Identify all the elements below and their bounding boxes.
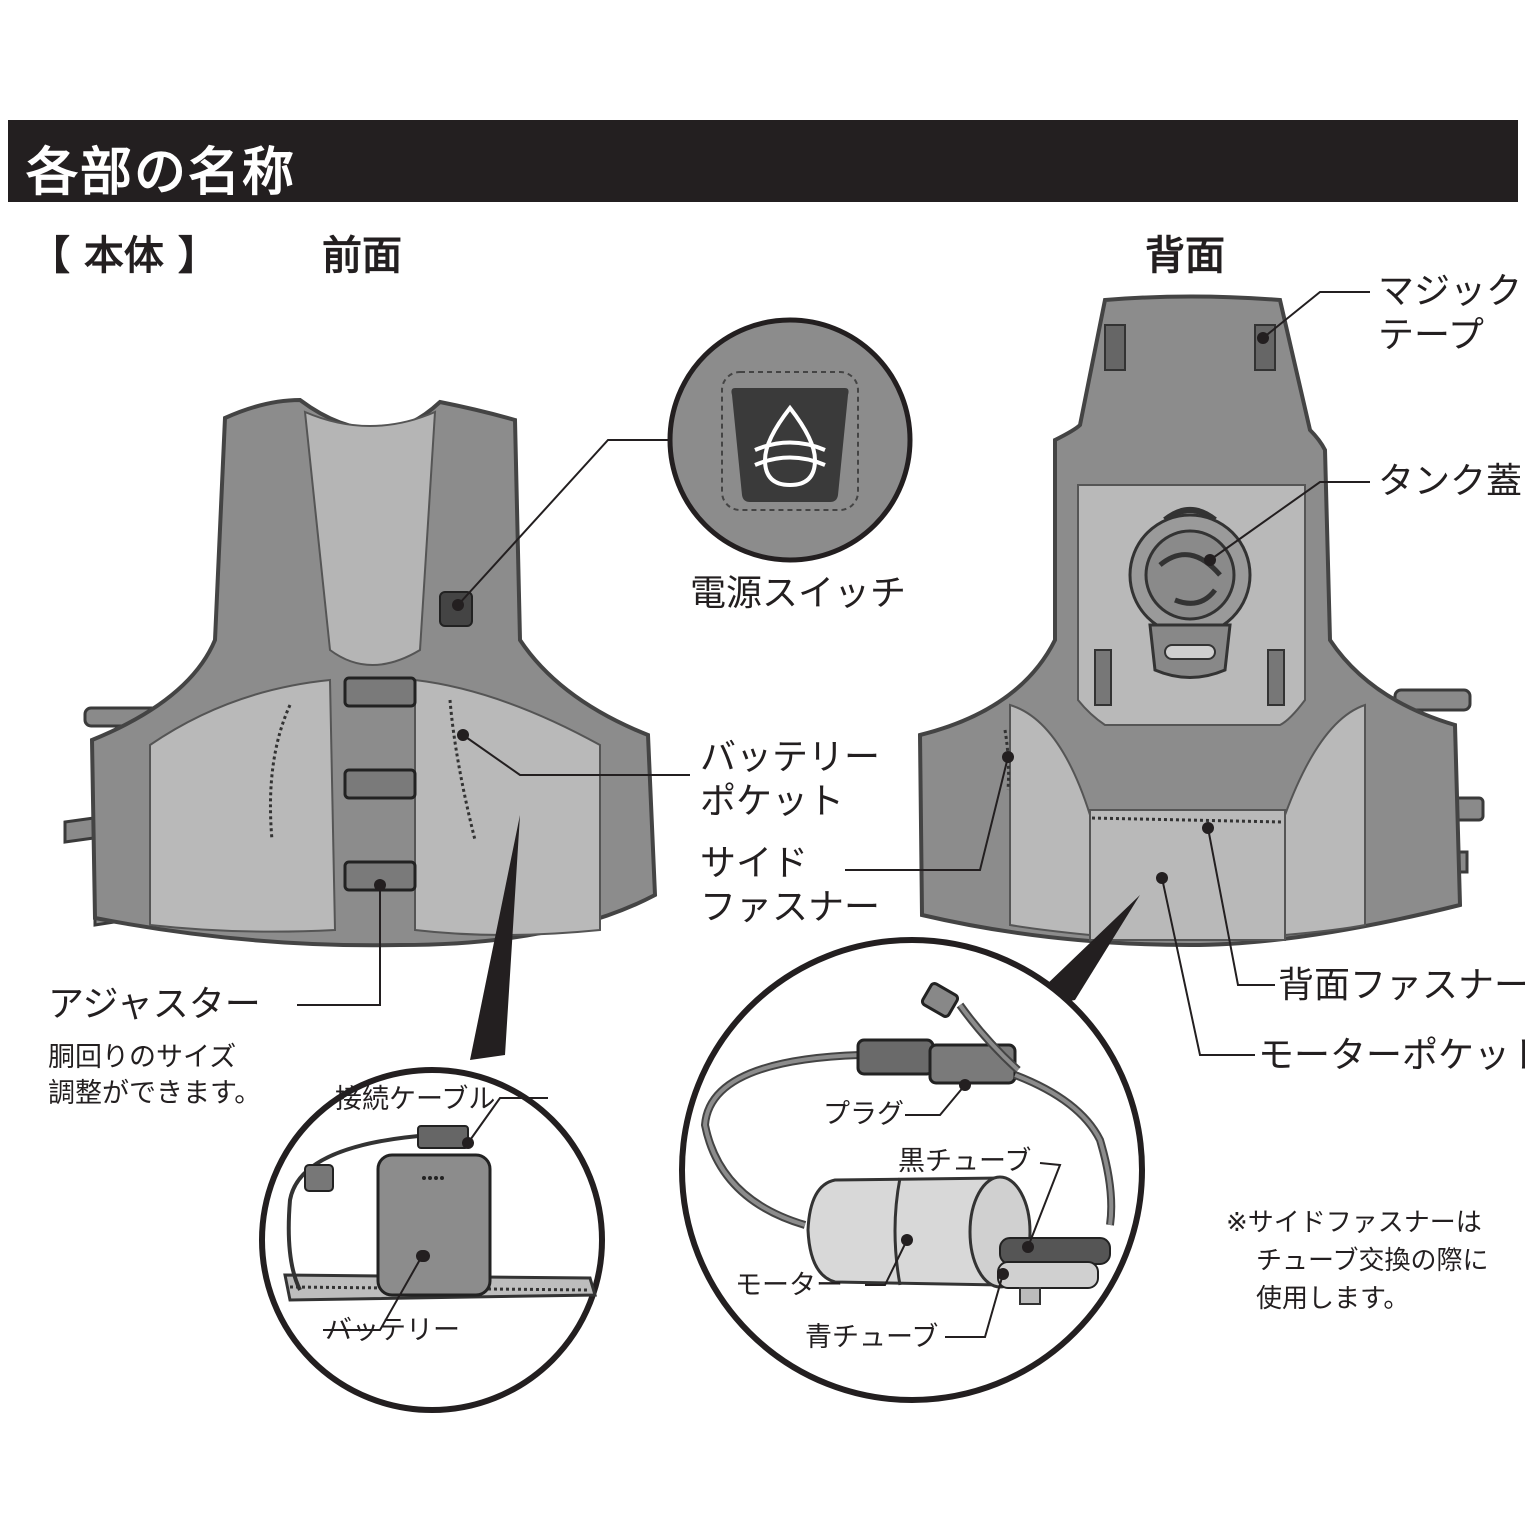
- leader-lines: [297, 291, 1370, 1338]
- tank-lid-label: タンク蓋: [1378, 461, 1523, 502]
- side-fastener-label: サイド ファスナー: [700, 843, 881, 928]
- black-tube-label: 黒チューブ: [898, 1146, 1032, 1177]
- leader-dots: [374, 332, 1269, 1280]
- plug-label: プラグ: [823, 1099, 904, 1130]
- blue-tube-label: 青チューブ: [805, 1322, 939, 1353]
- power-switch-label: 電源スイッチ: [690, 573, 907, 614]
- back-view-label: 背面: [1145, 233, 1225, 279]
- power-switch-zoom: [667, 317, 913, 563]
- front-vest: [63, 397, 658, 948]
- motor-pocket-label: モーターポケット: [1258, 1035, 1525, 1076]
- page-title: 各部の名称: [26, 143, 297, 203]
- section-label: 【 本体 】: [30, 233, 218, 279]
- connection-cable-label: 接続ケーブル: [335, 1084, 496, 1115]
- battery-pocket-label: バッテリー ポケット: [700, 737, 881, 822]
- battery-zoom: [259, 815, 605, 1413]
- title-bar: 各部の名称: [8, 120, 1518, 203]
- footnote: ※サイドファスナーは チューブ交換の際に 使用します。: [1226, 1208, 1489, 1314]
- front-view-label: 前面: [322, 233, 402, 279]
- back-fastener-label: 背面ファスナー: [1278, 965, 1525, 1006]
- adjuster-label: アジャスター: [48, 984, 261, 1025]
- back-vest: [917, 294, 1485, 948]
- motor-label: モーター: [735, 1270, 843, 1301]
- battery-label: バッテリー: [325, 1315, 460, 1346]
- adjuster-note: 胴回りのサイズ 調整ができます。: [48, 1042, 262, 1109]
- velcro-label: マジック テープ: [1378, 271, 1523, 356]
